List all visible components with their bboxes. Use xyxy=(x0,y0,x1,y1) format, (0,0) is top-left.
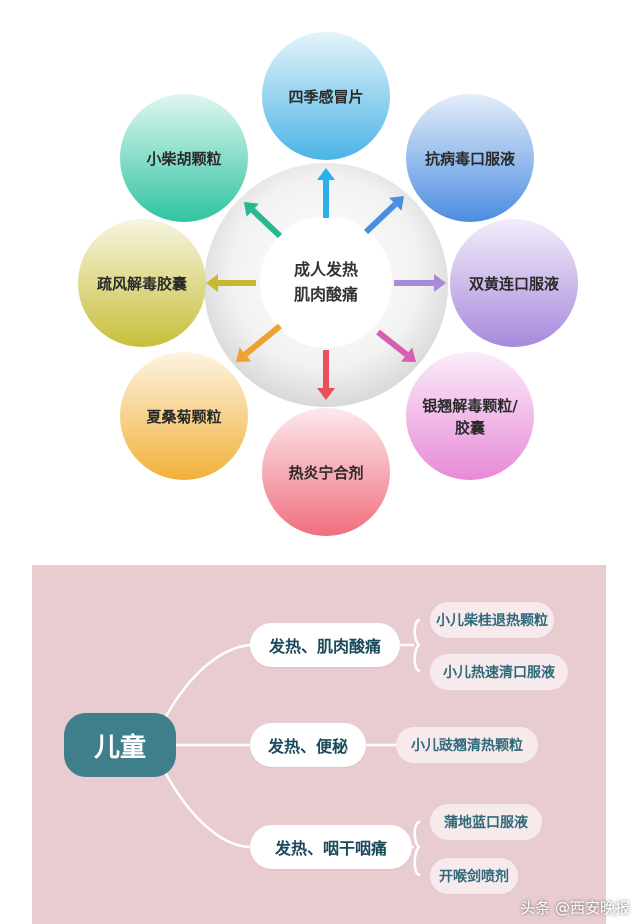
arrow-head-6 xyxy=(206,274,218,292)
drug-node-label-7-0: 小柴胡颗粒 xyxy=(146,150,221,168)
drug-child-5: 开喉剑喷剂 xyxy=(430,858,518,894)
center-label-line-1: 成人发热 xyxy=(294,260,358,279)
symptom-fever-sore-throat: 发热、咽干咽痛 xyxy=(250,825,412,869)
symptom-fever-constipation: 发热、便秘 xyxy=(250,723,366,767)
drug-node-circle-0 xyxy=(262,32,390,160)
arrow-head-3 xyxy=(401,347,416,362)
drug-node-label-5-0: 夏桑菊颗粒 xyxy=(145,408,221,426)
arrow-head-4 xyxy=(317,388,335,400)
center-label-line-2: 肌肉酸痛 xyxy=(294,285,358,304)
drug-node-label-3-0: 银翘解毒颗粒/ xyxy=(422,397,518,415)
children-drug-panel: 儿童 发热、肌肉酸痛 发热、便秘 发热、咽干咽痛 小儿柴桂退热颗粒 小儿热速清口… xyxy=(32,565,606,924)
drug-node-label-4-0: 热炎宁合剂 xyxy=(288,464,363,482)
adult-drug-diagram: 成人发热 肌肉酸痛 四季感冒片抗病毒口服液双黄连口服液银翘解毒颗粒/胶囊热炎宁合… xyxy=(78,32,578,536)
drug-node-circle-5 xyxy=(120,352,248,480)
drug-node-circle-7 xyxy=(120,94,248,222)
drug-node-circle-1 xyxy=(406,94,534,222)
drug-node-label-6-0: 疏风解毒胶囊 xyxy=(97,275,188,293)
drug-node-circle-4 xyxy=(262,408,390,536)
arrow-shaft-1 xyxy=(363,202,398,235)
drug-node-label-0-0: 四季感冒片 xyxy=(288,88,363,106)
children-root-node: 儿童 xyxy=(64,713,176,777)
arrow-head-7 xyxy=(244,202,259,217)
arrow-shaft-3 xyxy=(376,329,409,357)
drug-child-1: 小儿柴桂退热颗粒 xyxy=(430,602,554,638)
arrow-head-1 xyxy=(389,196,404,211)
drug-node-circle-3 xyxy=(406,352,534,480)
arrow-shaft-5 xyxy=(243,323,282,357)
drug-child-4: 蒲地蓝口服液 xyxy=(430,804,542,840)
arrow-shaft-7 xyxy=(250,208,283,239)
adult-diagram-svg: 成人发热 肌肉酸痛 四季感冒片抗病毒口服液双黄连口服液银翘解毒颗粒/胶囊热炎宁合… xyxy=(78,32,578,536)
center-inner-circle xyxy=(260,216,392,348)
drug-child-3: 小儿豉翘清热颗粒 xyxy=(396,727,538,763)
drug-node-label-1-0: 抗病毒口服液 xyxy=(425,150,516,168)
symptom-fever-muscle-ache: 发热、肌肉酸痛 xyxy=(250,623,400,667)
watermark-text: 头条 @西安晚报 xyxy=(520,899,630,917)
drug-node-circle-2 xyxy=(450,219,578,347)
arrow-head-2 xyxy=(434,274,446,292)
drug-child-2: 小儿热速清口服液 xyxy=(430,654,568,690)
drug-node-circle-6 xyxy=(78,219,206,347)
drug-node-label-2-0: 双黄连口服液 xyxy=(469,275,560,293)
arrow-head-5 xyxy=(236,347,251,362)
drug-node-label-3-1: 胶囊 xyxy=(455,419,486,437)
arrow-head-0 xyxy=(317,168,335,180)
